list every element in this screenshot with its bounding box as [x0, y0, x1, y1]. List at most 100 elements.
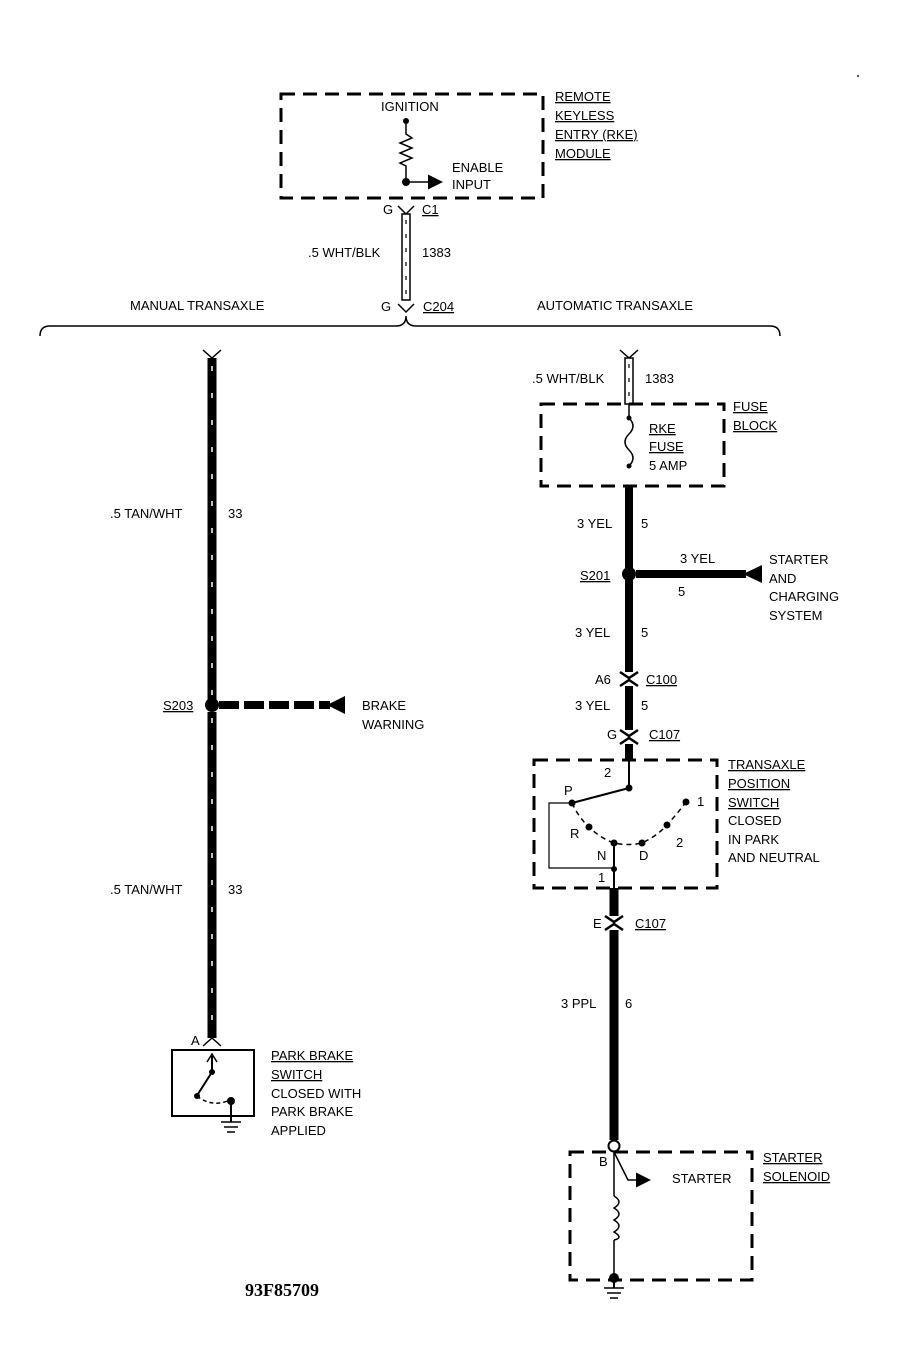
c204-connector-symbol — [397, 303, 415, 314]
tps-detent-arc — [571, 801, 687, 846]
rke-fuse-3: 5 AMP — [649, 458, 687, 473]
auto-top-connector — [619, 349, 639, 360]
wire-33-lower-circuit: 33 — [228, 882, 242, 897]
park-brake-2: SWITCH — [271, 1067, 322, 1082]
s201-label: S201 — [580, 568, 610, 583]
park-brake-blade — [197, 1071, 213, 1095]
starter-branch-label: 3 YEL — [680, 551, 715, 566]
starter-label: STARTER — [672, 1171, 731, 1186]
starter-branch-circuit: 5 — [678, 584, 685, 599]
wire-ppl-label: 3 PPL — [561, 996, 596, 1011]
rke-fuse-2: FUSE — [649, 439, 684, 454]
tps-1: 1 — [697, 794, 704, 809]
solenoid-ground-icon — [604, 1287, 624, 1299]
tps-label-2: POSITION — [728, 776, 790, 791]
solenoid-b-terminal — [607, 1139, 621, 1153]
park-brake-ground-icon — [221, 1121, 241, 1133]
park-brake-3: CLOSED WITH — [271, 1086, 361, 1101]
tps-label-1: TRANSAXLE — [728, 757, 806, 772]
speck-mark — [856, 74, 860, 78]
c107-top-connector-symbol — [619, 728, 639, 746]
c1-name: C1 — [422, 202, 439, 217]
rke-name-3: ENTRY (RKE) — [555, 127, 638, 142]
park-brake-switch-box — [171, 1049, 255, 1117]
wire-33-lower-label: .5 TAN/WHT — [110, 882, 183, 897]
ignition-label: IGNITION — [381, 99, 439, 114]
c107-top-pin: G — [607, 727, 617, 742]
wire-yel-3-label: 3 YEL — [575, 698, 610, 713]
wire-yel-2-circuit: 5 — [641, 625, 648, 640]
park-brake-arrow-up — [206, 1052, 218, 1063]
c100-connector-symbol — [619, 670, 639, 688]
tps-label-4: CLOSED — [728, 813, 781, 828]
wire-1383-top — [401, 213, 411, 301]
c107-bottom-pin: E — [593, 916, 602, 931]
c100-name: C100 — [646, 672, 677, 687]
fuse-block-2: BLOCK — [733, 418, 777, 433]
c1-pin: G — [383, 202, 393, 217]
c107-top-name: C107 — [649, 727, 680, 742]
rke-name-2: KEYLESS — [555, 108, 615, 123]
figure-id: 93F85709 — [245, 1280, 319, 1300]
manual-transaxle-label: MANUAL TRANSAXLE — [130, 298, 265, 313]
tps-label-5: IN PARK — [728, 832, 779, 847]
tps-pin1-node — [611, 866, 617, 872]
tps-pin1: 1 — [598, 870, 605, 885]
wire-top-circuit: 1383 — [422, 245, 451, 260]
pin-a-label: A — [191, 1033, 200, 1048]
fuse-block-1: FUSE — [733, 399, 768, 414]
tps-d-node — [638, 839, 646, 847]
option-brace — [39, 315, 781, 337]
park-brake-5: APPLIED — [271, 1123, 326, 1138]
c204-pin: G — [381, 299, 391, 314]
fuse-node-bot — [626, 463, 632, 469]
tps-2: 2 — [676, 835, 683, 850]
fuse-node-top — [626, 415, 632, 421]
tps-r: R — [570, 826, 579, 841]
rke-module-box — [279, 92, 545, 200]
solenoid-label-1: STARTER — [763, 1150, 822, 1165]
tps-p: P — [564, 783, 573, 798]
manual-top-connector — [202, 349, 222, 360]
wire-ppl-circuit: 6 — [625, 996, 632, 1011]
rke-fuse-icon — [624, 417, 634, 467]
starter-dest-3: CHARGING — [769, 589, 839, 604]
c204-name: C204 — [423, 299, 454, 314]
solenoid-label-2: SOLENOID — [763, 1169, 830, 1184]
rke-name-1: REMOTE — [555, 89, 611, 104]
wire-auto-top-label: .5 WHT/BLK — [532, 371, 605, 386]
fuse-block-box — [539, 402, 726, 488]
wire-yel-2-label: 3 YEL — [575, 625, 610, 640]
solenoid-feed — [613, 1151, 651, 1188]
park-brake-dash-link — [196, 1095, 231, 1104]
enable-input-label-2: INPUT — [452, 177, 491, 192]
brake-warning-arrow — [327, 696, 345, 714]
solenoid-coil — [612, 1195, 620, 1241]
starter-branch-arrow — [743, 565, 762, 583]
automatic-transaxle-label: AUTOMATIC TRANSAXLE — [537, 298, 693, 313]
wire-top-label: .5 WHT/BLK — [308, 245, 381, 260]
c1-connector-symbol — [397, 205, 415, 216]
wire-33-upper-circuit: 33 — [228, 506, 242, 521]
wire-33-upper-label: .5 TAN/WHT — [110, 506, 183, 521]
c100-pin: A6 — [595, 672, 611, 687]
rke-name-4: MODULE — [555, 146, 611, 161]
c107-bottom-connector-symbol — [604, 914, 624, 932]
tps-label-6: AND NEUTRAL — [728, 850, 820, 865]
tps-p-n-jumper — [548, 802, 614, 869]
tps-blade — [571, 787, 630, 804]
wire-yel-3-circuit: 5 — [641, 698, 648, 713]
wire-yel-1-label: 3 YEL — [577, 516, 612, 531]
tps-n: N — [597, 848, 606, 863]
brake-warning-2: WARNING — [362, 717, 424, 732]
park-brake-connector — [202, 1036, 222, 1047]
s203-splice — [205, 698, 219, 712]
tps-label-3: SWITCH — [728, 795, 779, 810]
wire-auto-top-circuit: 1383 — [645, 371, 674, 386]
park-brake-1: PARK BRAKE — [271, 1048, 353, 1063]
s203-label: S203 — [163, 698, 193, 713]
brake-warning-1: BRAKE — [362, 698, 406, 713]
wire-yel-1-circuit: 5 — [641, 516, 648, 531]
tps-d: D — [639, 848, 648, 863]
